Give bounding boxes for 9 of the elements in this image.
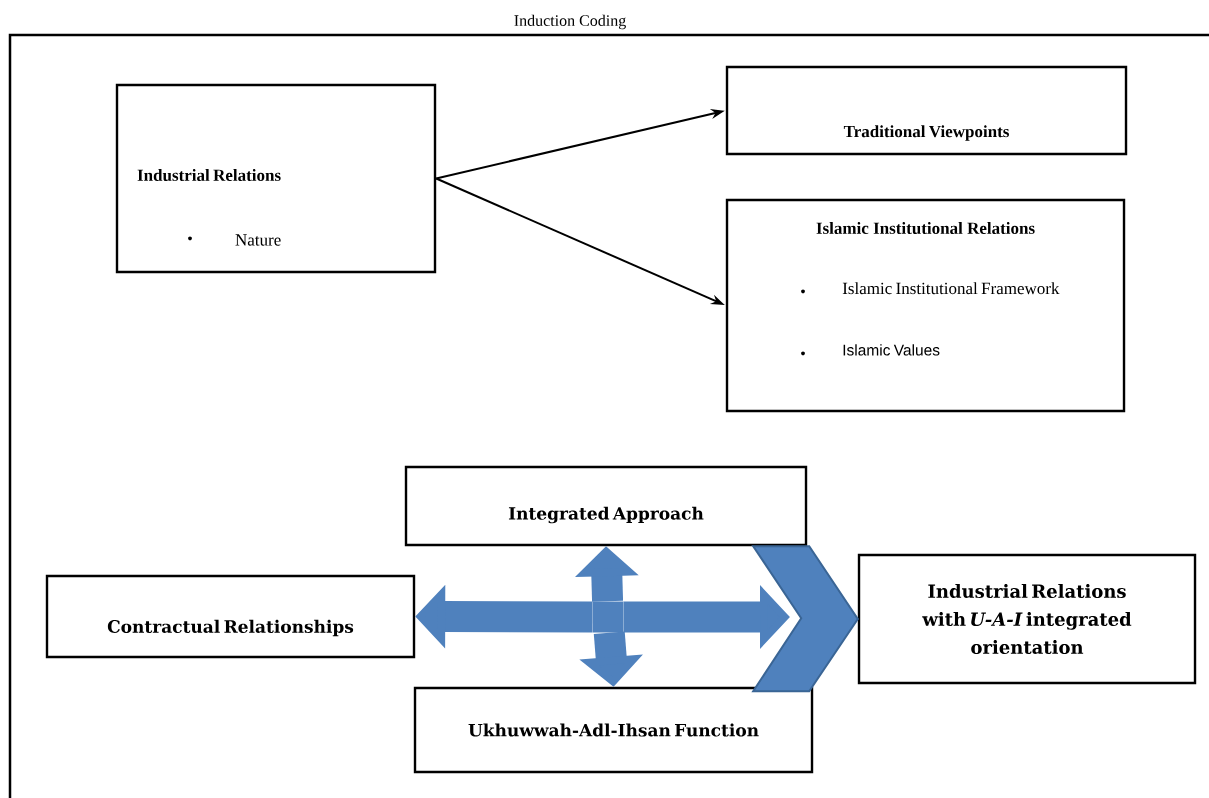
concept-box: Industrial Relations • Nature — [115, 83, 437, 274]
cross-arrow-hub — [592, 601, 624, 633]
concept-box: Contractual Relationships — [45, 574, 416, 659]
concept-box: Integrated Approach — [404, 465, 808, 547]
concept-box: Traditional Viewpoints — [725, 65, 1128, 156]
chevron-arrow — [751, 545, 859, 693]
concept-box: Islamic Institutional Relations • Islamic Institutional Framework • Islamic Values — [725, 198, 1126, 413]
concept-box: Ukhuwwah-Adl-Ihsan Function — [413, 686, 814, 774]
outcome-box: Industrial Relations with U-A-I integrated orientation — [857, 553, 1197, 685]
